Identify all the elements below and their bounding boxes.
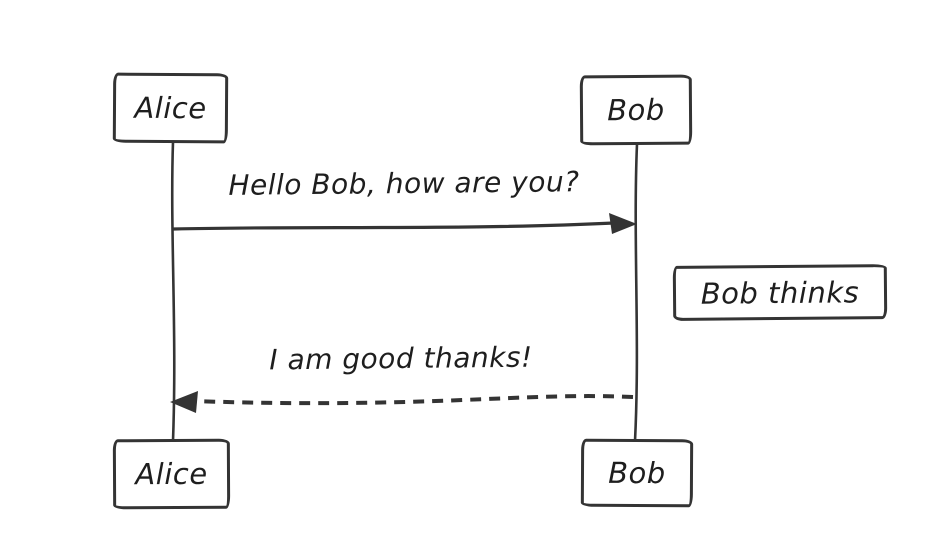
message-arrow-solid xyxy=(172,221,616,231)
message-text-good-thanks: I am good thanks! xyxy=(269,340,533,377)
message-text-hello: Hello Bob, how are you? xyxy=(228,165,580,202)
actor-box-bob-top: Bob xyxy=(579,74,693,146)
message-arrow-dashed xyxy=(191,394,634,406)
actor-label-alice-top: Alice xyxy=(134,90,207,126)
lifeline-alice xyxy=(170,140,176,443)
actor-label-bob-top: Bob xyxy=(607,92,665,128)
actor-box-alice-top: Alice xyxy=(112,72,229,144)
actor-box-alice-bottom: Alice xyxy=(112,438,231,510)
note-bob-thinks: Bob thinks xyxy=(672,264,888,321)
note-text: Bob thinks xyxy=(700,274,860,311)
arrowhead-right-icon xyxy=(609,213,637,234)
actor-label-alice-bottom: Alice xyxy=(135,456,208,492)
actor-box-bob-bottom: Bob xyxy=(580,438,694,508)
lifeline-bob xyxy=(633,142,639,443)
actor-label-bob-bottom: Bob xyxy=(608,455,666,491)
arrowhead-left-icon xyxy=(170,391,198,413)
